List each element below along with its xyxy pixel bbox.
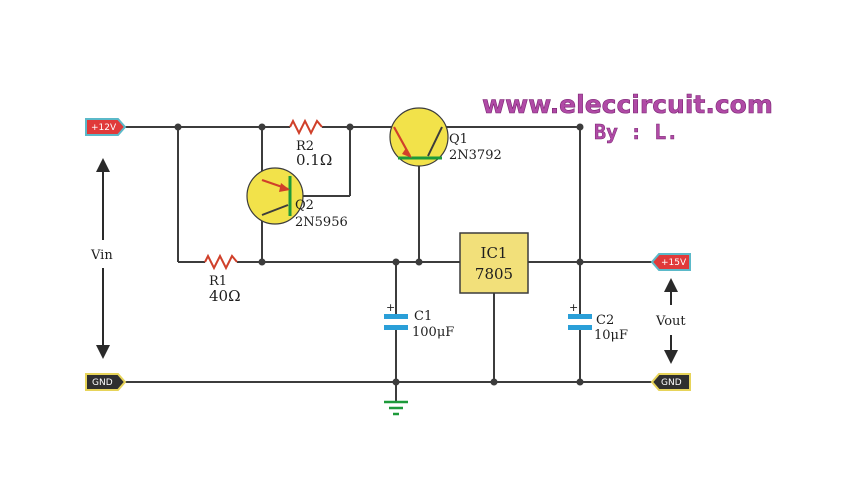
c1-value: 100μF [412,325,454,340]
q1-part: 2N3792 [449,148,502,163]
capacitor-c2: + C2 10μF [568,301,628,343]
c2-ref: C2 [596,313,614,328]
vin-label: Vin [90,248,113,263]
terminal-gnd-right-label: GND [661,378,682,388]
svg-text:+: + [386,301,395,314]
r1-ref: R1 [209,274,227,289]
transistor-q2: Q2 2N5956 [246,167,348,230]
q2-part: 2N5956 [295,215,348,230]
wires [124,126,652,401]
terminal-vout-plus: +15V [650,253,691,271]
terminal-vin-plus: +12V [85,118,127,136]
ic1-ref: IC1 [481,244,508,262]
capacitor-c1: + C1 100μF [384,301,454,340]
vin-indicator: Vin [90,158,113,359]
terminal-gnd-left: GND [85,373,127,391]
vout-indicator: Vout [655,278,686,364]
r1-value: 40Ω [209,287,241,305]
terminal-gnd-left-label: GND [92,378,113,388]
ic1-regulator: IC1 7805 [459,232,529,294]
r2-ref: R2 [296,139,314,154]
ic1-part: 7805 [475,265,513,283]
transistor-q1: Q1 2N3792 [389,107,502,167]
junction-dots [174,123,584,386]
c2-value: 10μF [594,328,628,343]
terminal-vin-plus-label: +12V [91,123,117,133]
svg-text:+: + [569,301,578,314]
terminal-gnd-right: GND [650,373,691,391]
q1-ref: Q1 [449,132,468,147]
q2-ref: Q2 [295,198,314,213]
resistor-r1: R1 40Ω [204,253,241,305]
resistor-r2: R2 0.1Ω [289,118,332,169]
terminal-vout-plus-label: +15V [661,258,687,268]
ground-icon [384,400,408,416]
vout-label: Vout [655,314,686,329]
c1-ref: C1 [414,309,432,324]
site-watermark: www.eleccircuit.com [482,90,773,119]
r2-value: 0.1Ω [296,151,332,169]
author-watermark: By : L. [594,120,678,144]
